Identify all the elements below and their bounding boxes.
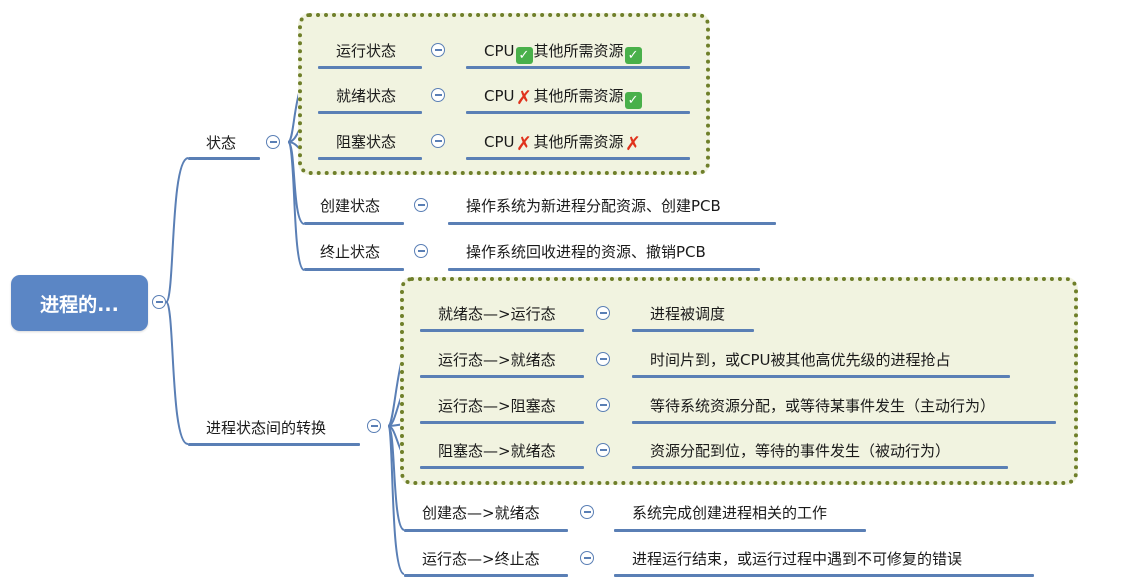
- state-ready-name[interactable]: 就绪状态: [336, 87, 397, 105]
- connector-trans-6: [387, 425, 405, 575]
- state-create-name[interactable]: 创建状态: [320, 197, 381, 215]
- transition-1-desc-underline: [632, 329, 754, 332]
- transition-3-name[interactable]: 运行态—>阻塞态: [438, 397, 556, 415]
- cross-icon: ✗: [625, 133, 641, 155]
- transitions-highlight-box: [400, 277, 1078, 485]
- transition-5-underline: [404, 529, 568, 532]
- transition-4-collapse-icon[interactable]: [596, 443, 610, 457]
- transition-6-underline: [404, 574, 568, 577]
- state-blocked-underline: [318, 157, 422, 160]
- state-create-desc: 操作系统为新进程分配资源、创建PCB: [466, 197, 721, 215]
- state-ready-underline: [318, 111, 422, 114]
- transition-1-name[interactable]: 就绪态—>运行态: [438, 305, 556, 323]
- transition-3-collapse-icon[interactable]: [596, 398, 610, 412]
- branch-states-label[interactable]: 状态: [206, 134, 237, 152]
- state-ready-cpu: CPU: [484, 87, 515, 105]
- transition-5-desc: 系统完成创建进程相关的工作: [632, 504, 828, 522]
- root-node[interactable]: 进程的...: [11, 275, 148, 331]
- state-terminate-desc-underline: [448, 268, 760, 271]
- transition-1-collapse-icon[interactable]: [596, 306, 610, 320]
- transition-6-collapse-icon[interactable]: [580, 551, 594, 565]
- connector-states-terminate: [287, 141, 305, 271]
- branch-states-collapse-icon[interactable]: [266, 135, 280, 149]
- state-terminate-name[interactable]: 终止状态: [320, 243, 381, 261]
- transition-4-name[interactable]: 阻塞态—>就绪态: [438, 442, 556, 460]
- transition-2-name[interactable]: 运行态—>就绪态: [438, 351, 556, 369]
- state-create-underline: [304, 222, 404, 225]
- transition-1-desc: 进程被调度: [650, 305, 726, 323]
- transition-6-name[interactable]: 运行态—>终止态: [422, 550, 540, 568]
- state-terminate-desc: 操作系统回收进程的资源、撤销PCB: [466, 243, 706, 261]
- state-running-other: 其他所需资源: [533, 42, 624, 60]
- state-ready-collapse-icon[interactable]: [431, 88, 445, 102]
- transition-2-collapse-icon[interactable]: [596, 352, 610, 366]
- state-create-desc-underline: [448, 222, 776, 225]
- state-running-collapse-icon[interactable]: [431, 43, 445, 57]
- state-terminate-collapse-icon[interactable]: [414, 244, 428, 258]
- transition-6-desc: 进程运行结束，或运行过程中遇到不可修复的错误: [632, 550, 963, 568]
- check-icon: ✓: [515, 47, 533, 64]
- transition-5-collapse-icon[interactable]: [580, 505, 594, 519]
- transition-2-desc-underline: [632, 375, 1010, 378]
- connector-root-transitions: [165, 301, 189, 446]
- transition-4-underline: [420, 466, 584, 469]
- branch-transitions-underline: [188, 443, 360, 446]
- state-blocked-other: 其他所需资源: [533, 133, 624, 151]
- transition-3-desc: 等待系统资源分配，或等待某事件发生（主动行为）: [650, 397, 996, 415]
- branch-states-underline: [188, 157, 260, 160]
- root-collapse-icon[interactable]: [152, 295, 166, 309]
- branch-transitions-label[interactable]: 进程状态间的转换: [206, 419, 327, 437]
- state-ready-desc: CPU✗其他所需资源✓: [484, 86, 643, 109]
- transition-6-desc-underline: [614, 574, 1034, 577]
- transition-4-desc: 资源分配到位，等待的事件发生（被动行为）: [650, 442, 951, 460]
- state-blocked-desc: CPU✗其他所需资源✗: [484, 132, 643, 155]
- check-icon: ✓: [624, 92, 642, 109]
- state-running-cpu: CPU: [484, 42, 515, 60]
- state-terminate-underline: [304, 268, 404, 271]
- state-running-underline: [318, 66, 422, 69]
- transition-5-desc-underline: [614, 529, 866, 532]
- branch-transitions-collapse-icon[interactable]: [367, 419, 381, 433]
- state-running-desc: CPU✓其他所需资源✓: [484, 41, 643, 64]
- state-ready-desc-underline: [466, 111, 690, 114]
- transition-2-underline: [420, 375, 584, 378]
- transition-4-desc-underline: [632, 466, 1008, 469]
- state-blocked-name[interactable]: 阻塞状态: [336, 133, 397, 151]
- check-icon: ✓: [624, 47, 642, 64]
- state-blocked-cpu: CPU: [484, 133, 515, 151]
- state-blocked-desc-underline: [466, 157, 690, 160]
- state-create-collapse-icon[interactable]: [414, 198, 428, 212]
- state-blocked-collapse-icon[interactable]: [431, 134, 445, 148]
- state-running-desc-underline: [466, 66, 690, 69]
- cross-icon: ✗: [516, 133, 532, 155]
- root-label: 进程的...: [40, 293, 119, 316]
- transition-1-underline: [420, 329, 584, 332]
- transition-2-desc: 时间片到，或CPU被其他高优先级的进程抢占: [650, 351, 951, 369]
- transition-5-name[interactable]: 创建态—>就绪态: [422, 504, 540, 522]
- state-running-name[interactable]: 运行状态: [336, 42, 397, 60]
- transition-3-underline: [420, 421, 584, 424]
- connector-root-states: [165, 157, 189, 303]
- state-ready-other: 其他所需资源: [533, 87, 624, 105]
- transition-3-desc-underline: [632, 421, 1056, 424]
- cross-icon: ✗: [516, 87, 532, 109]
